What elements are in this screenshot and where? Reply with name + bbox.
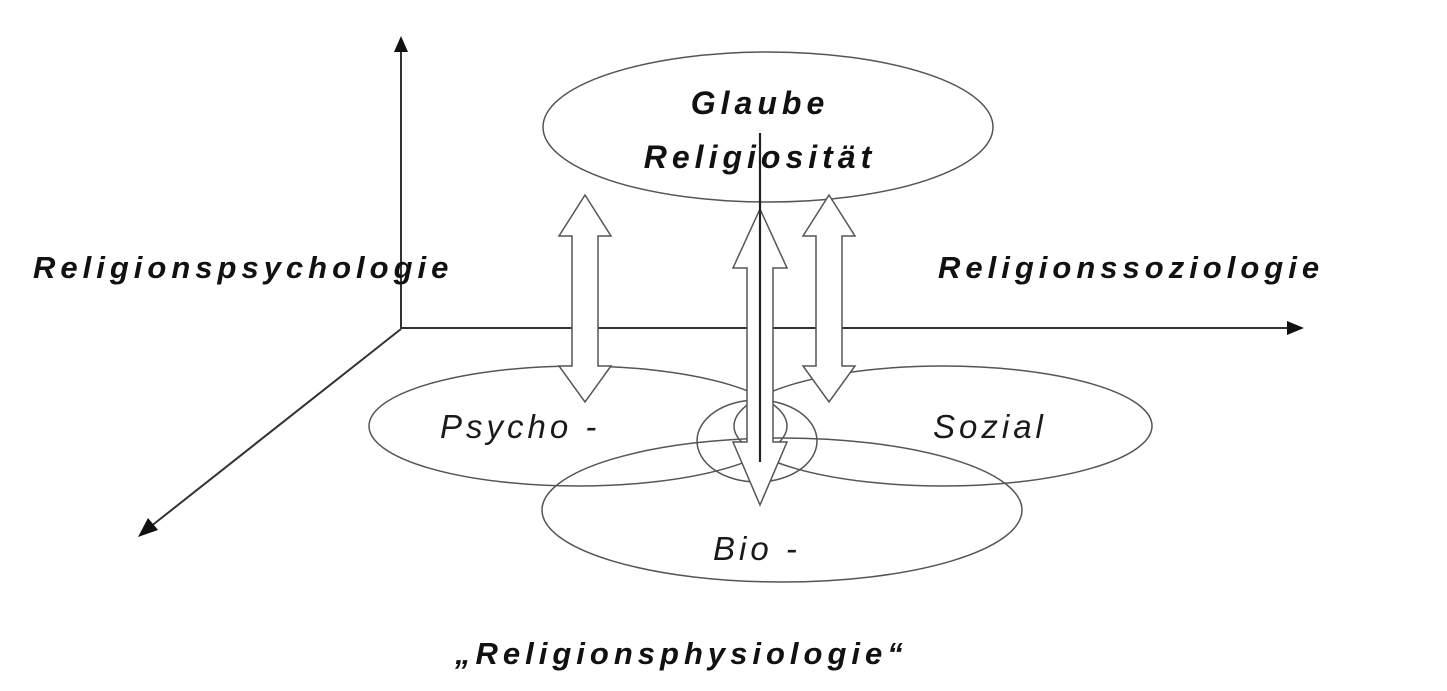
religionspsychologie-label: Religionspsychologie xyxy=(33,250,453,285)
depth-axis xyxy=(149,328,402,528)
religionsphysiologie-label: „Religionsphysiologie“ xyxy=(454,636,908,671)
religiositaet-label: Religiosität xyxy=(644,139,876,175)
sozial-ellipse xyxy=(733,365,1153,487)
depth-axis-arrowhead xyxy=(138,518,158,537)
psycho-double-arrow xyxy=(557,193,613,404)
bio-ellipse xyxy=(541,437,1023,583)
bio-label: Bio - xyxy=(713,530,801,567)
axes xyxy=(138,36,1304,537)
psycho-label: Psycho - xyxy=(440,408,600,445)
sozial-double-arrow xyxy=(801,193,857,404)
sozial-label: Sozial xyxy=(933,408,1047,445)
glaube-ellipse xyxy=(542,51,994,203)
religionssoziologie-label: Religionssoziologie xyxy=(938,250,1324,285)
glaube-label: Glaube xyxy=(691,85,829,121)
horizontal-axis-arrowhead xyxy=(1287,321,1304,335)
vertical-axis-arrowhead xyxy=(394,36,408,52)
